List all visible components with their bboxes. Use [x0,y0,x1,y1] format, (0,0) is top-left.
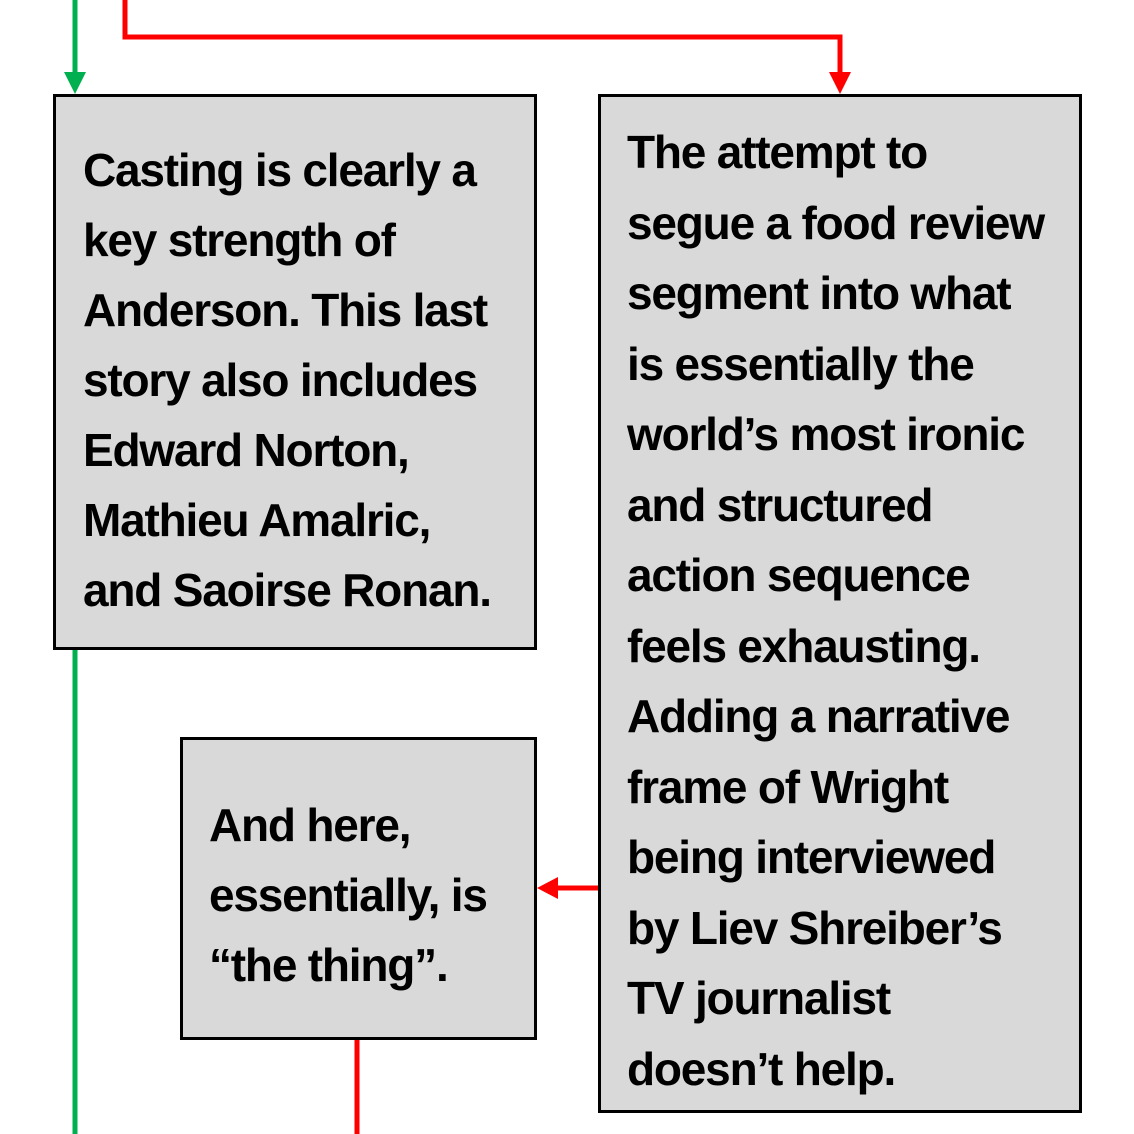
casting-text: Casting is clearly a key strength of And… [83,144,492,616]
red-arrowhead-middle [537,877,558,899]
thing-box: And here, essentially, is “the thing”. [180,737,537,1040]
green-arrowhead-top [64,72,86,94]
attempt-text: The attempt to segue a food review segme… [627,126,1045,1095]
thing-text: And here, essentially, is “the thing”. [209,799,488,991]
casting-box: Casting is clearly a key strength of And… [53,94,537,650]
red-arrowhead-top [829,72,851,94]
red-connector-top [122,0,843,74]
attempt-box: The attempt to segue a food review segme… [598,94,1082,1113]
